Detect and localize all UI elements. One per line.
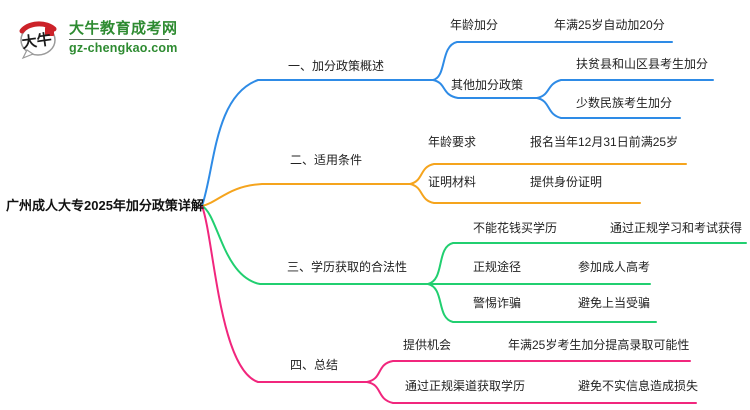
branch-3-lines bbox=[201, 205, 747, 323]
node-age-bonus-label: 年龄加分 bbox=[450, 18, 499, 32]
root-topic: 广州成人大专2025年加分政策详解 bbox=[6, 198, 204, 213]
node-provide-opportunity-value: 年满25岁考生加分提高录取可能性 bbox=[508, 338, 690, 352]
node-formal-channel-label: 正规途径 bbox=[473, 260, 522, 274]
node-provide-opportunity-label: 提供机会 bbox=[403, 338, 452, 352]
branch-1-topic: 一、加分政策概述 bbox=[288, 59, 385, 73]
branch-2-lines bbox=[201, 163, 687, 207]
node-other-bonus-label: 其他加分政策 bbox=[451, 78, 524, 92]
branch-4-lines bbox=[201, 205, 697, 404]
node-poverty-county-bonus: 扶贫县和山区县考生加分 bbox=[576, 57, 709, 71]
node-beware-fraud-label: 警惕诈骗 bbox=[473, 296, 522, 310]
node-beware-fraud-value: 避免上当受骗 bbox=[578, 296, 651, 310]
node-ethnic-minority-bonus: 少数民族考生加分 bbox=[576, 96, 673, 110]
node-proof-material-label: 证明材料 bbox=[428, 175, 477, 189]
node-formal-channel-value: 参加成人高考 bbox=[578, 260, 651, 274]
logo-bubble-text: 大牛 bbox=[21, 30, 53, 52]
branch-3-topic: 三、学历获取的合法性 bbox=[287, 260, 408, 274]
logo-domain-text: gz-chengkao.com bbox=[69, 41, 178, 55]
node-no-buying-diploma-value: 通过正规学习和考试获得 bbox=[610, 221, 743, 235]
branch-1-lines bbox=[201, 41, 714, 207]
node-age-requirement-label: 年龄要求 bbox=[428, 135, 477, 149]
node-proof-material-value: 提供身份证明 bbox=[530, 175, 603, 189]
branch-2-topic: 二、适用条件 bbox=[290, 153, 363, 167]
node-age-requirement-value: 报名当年12月31日前满25岁 bbox=[530, 135, 679, 149]
node-legit-diploma-label: 通过正规渠道获取学历 bbox=[405, 379, 526, 393]
logo-divider bbox=[69, 39, 169, 40]
logo-brand-text: 大牛教育成考网 bbox=[69, 20, 178, 37]
node-age-bonus-value: 年满25岁自动加20分 bbox=[554, 18, 665, 32]
site-logo: 大牛 大牛教育成考网 gz-chengkao.com bbox=[15, 14, 178, 62]
node-no-buying-diploma-label: 不能花钱买学历 bbox=[473, 221, 558, 235]
node-legit-diploma-value: 避免不实信息造成损失 bbox=[578, 379, 699, 393]
branch-4-topic: 四、总结 bbox=[290, 358, 339, 372]
logo-bubble-icon: 大牛 bbox=[15, 14, 63, 62]
